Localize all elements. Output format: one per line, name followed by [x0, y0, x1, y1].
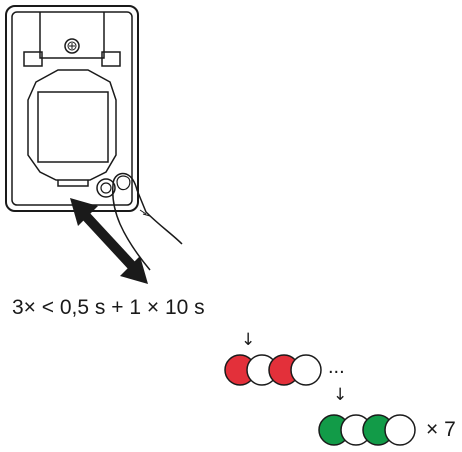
ellipsis: ... [328, 356, 345, 378]
repeat-count-label: × 7 [426, 418, 456, 441]
screw-icon [64, 38, 80, 54]
press-sequence-text: 3× < 0,5 s + 1 × 10 s [12, 296, 205, 319]
finger-icon [112, 172, 183, 271]
led-sequence-red [224, 354, 322, 386]
down-arrow-2: ↓ [333, 385, 348, 405]
battery-notch [57, 180, 89, 187]
device-slot-right [101, 51, 121, 67]
reset-button-icon [96, 178, 116, 198]
device-slot-left [23, 51, 43, 67]
double-arrow-icon [70, 198, 148, 284]
finger-crease [139, 209, 151, 217]
battery-holder [37, 91, 109, 163]
device-bracket [39, 12, 105, 59]
fingernail [116, 175, 131, 191]
led-white-2 [290, 354, 322, 386]
led-sequence-green [318, 414, 416, 446]
down-arrow-1: ↓ [241, 330, 256, 350]
device-illustration [5, 5, 183, 284]
led-white-4 [384, 414, 416, 446]
